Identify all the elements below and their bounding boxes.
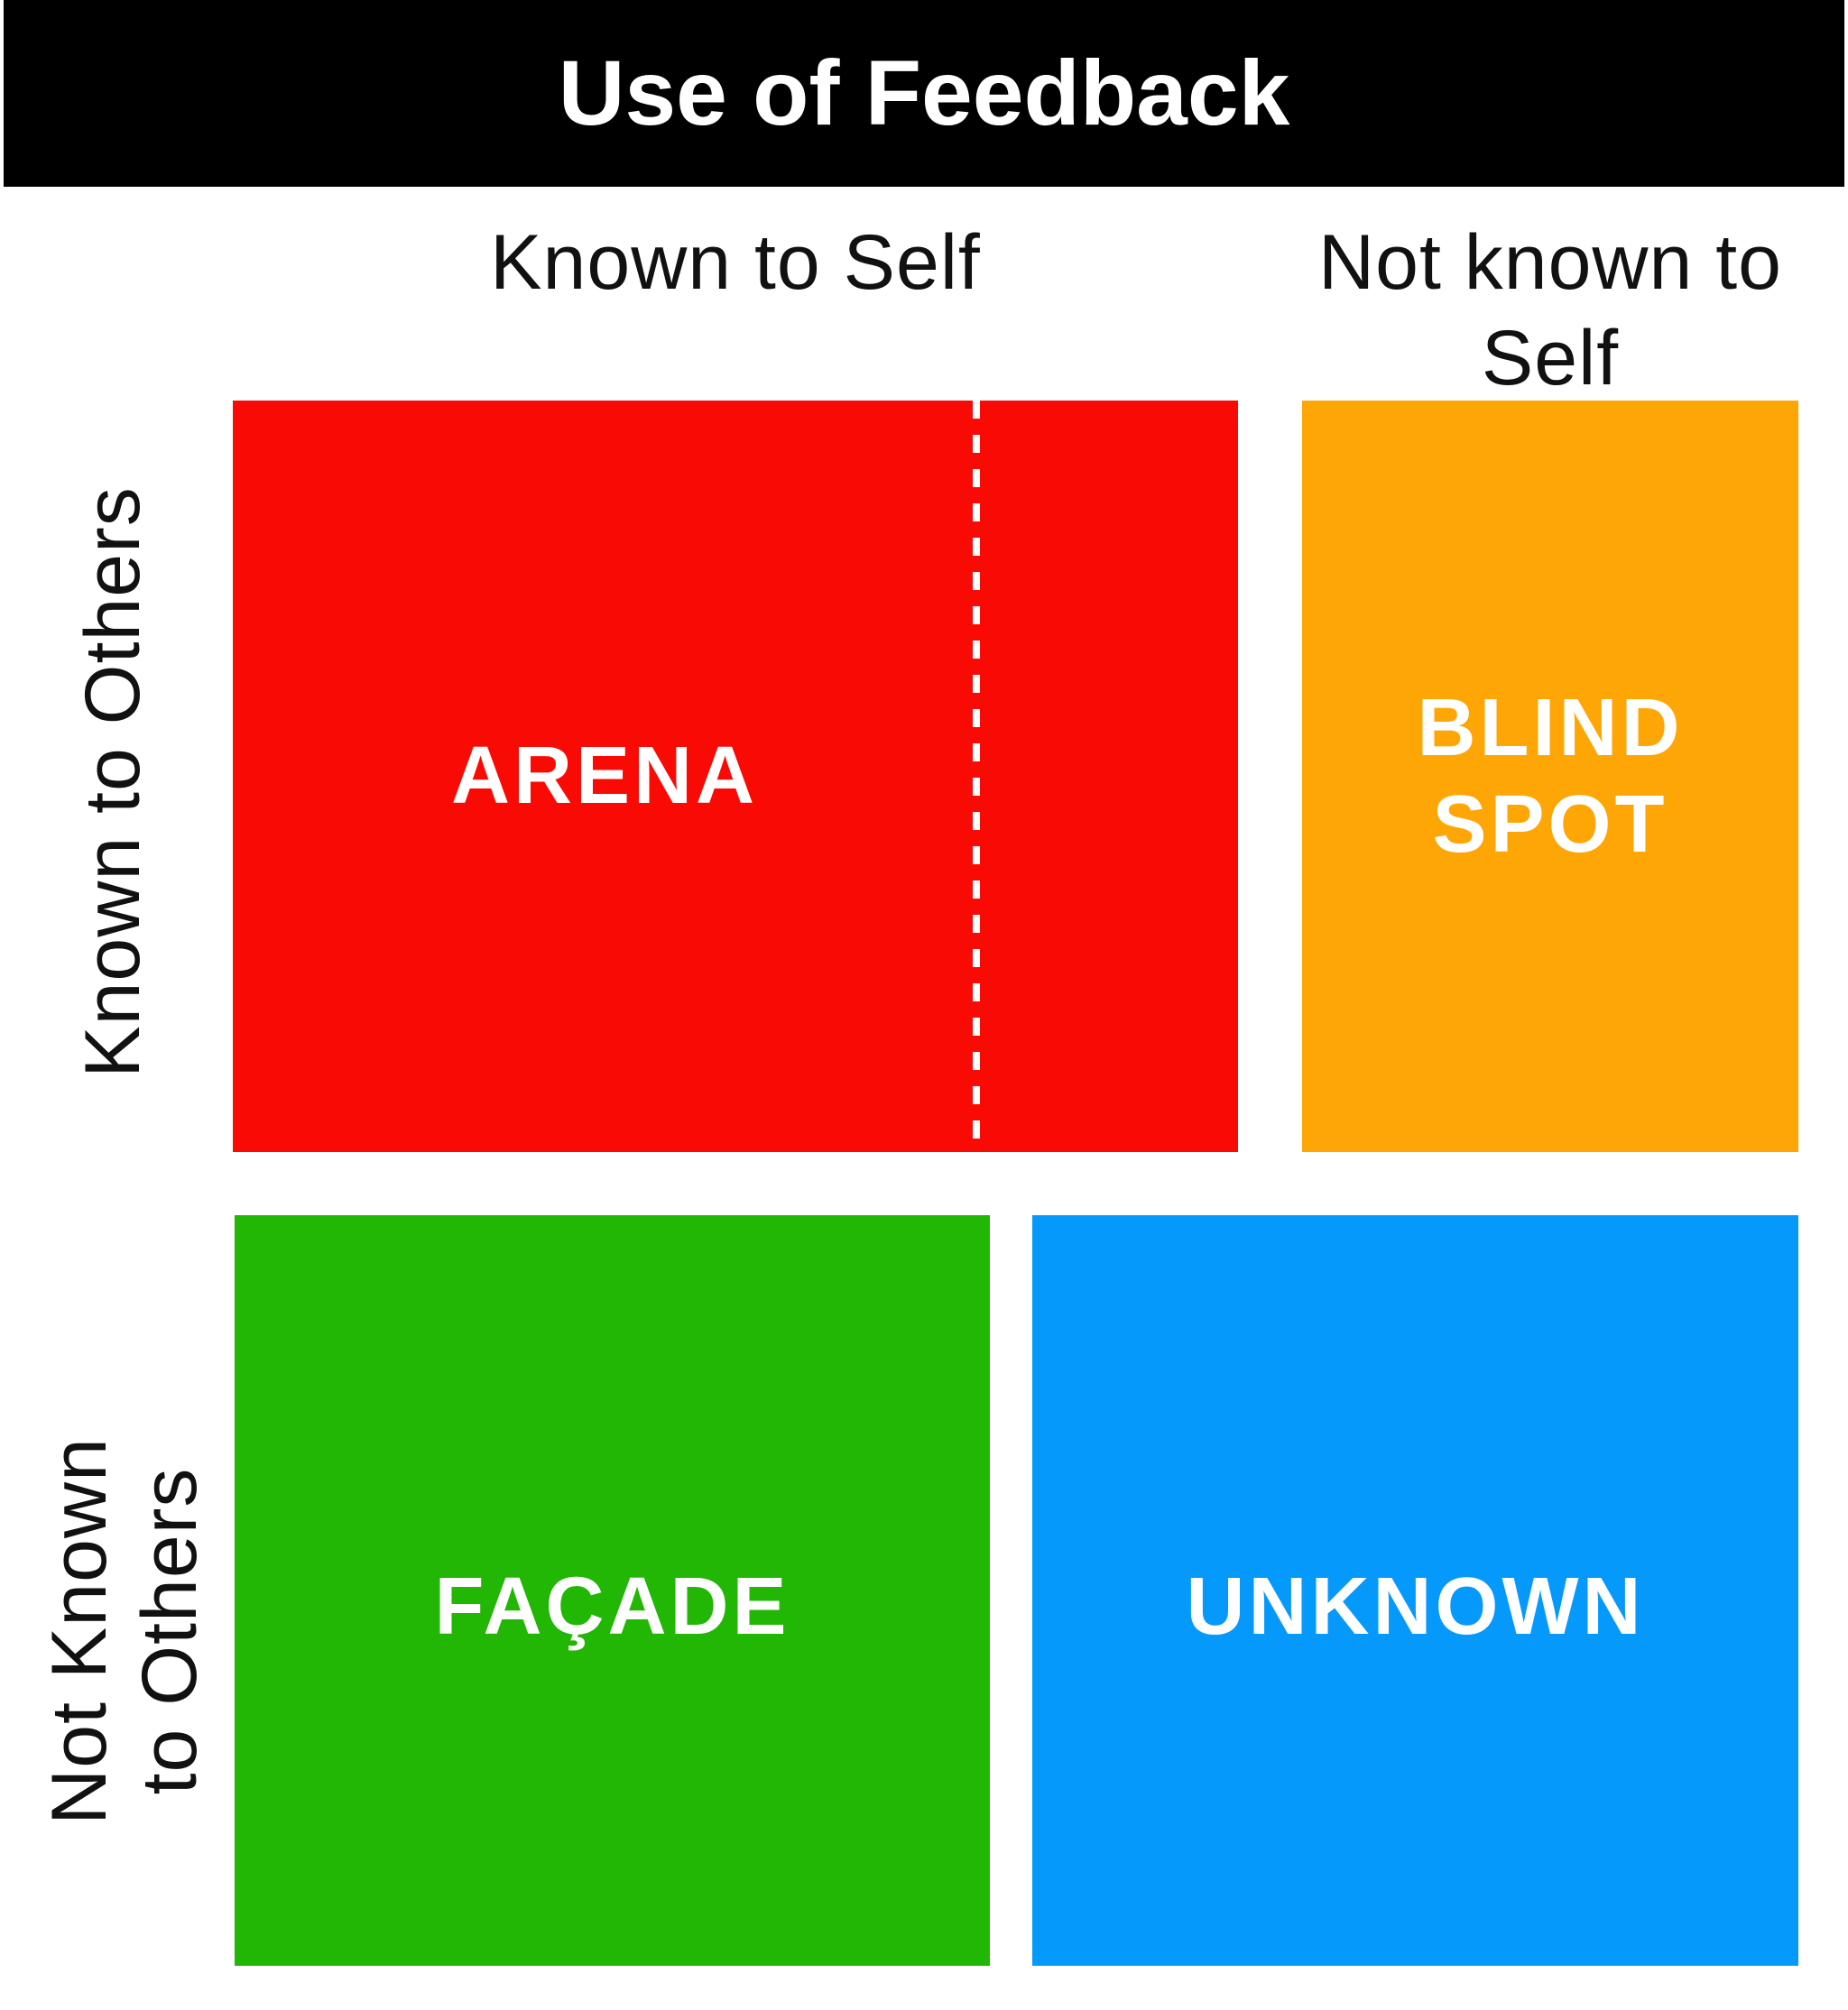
quadrant-label-arena: ARENA [450, 731, 758, 822]
quadrant-label-facade: FAÇADE [434, 1561, 790, 1652]
column-label-line-2: Self [1481, 315, 1620, 401]
dashed-divider-line [973, 401, 980, 1152]
quadrant-facade: FAÇADE [235, 1215, 990, 1966]
arena-label-zone: ARENA [233, 401, 976, 1152]
quadrant-label-unknown: UNKNOWN [1186, 1561, 1645, 1652]
column-label-known-to-self: Known to Self [490, 219, 981, 306]
row-label-known-to-others: Known to Others [69, 486, 156, 1078]
row-label-line-1: Not Known [36, 1437, 123, 1825]
quadrant-label-blind-spot: BLIND SPOT [1417, 683, 1684, 870]
row-label-not-known-to-others: Not Known to Others [34, 1437, 215, 1825]
column-label-line-1: Not known to [1318, 219, 1782, 306]
column-label-not-known-to-self: Not known to Self [1302, 215, 1798, 406]
quadrant-unknown: UNKNOWN [1032, 1215, 1798, 1966]
quadrant-blind-spot: BLIND SPOT [1302, 401, 1798, 1152]
quadrant-arena: ARENA [233, 401, 1238, 1152]
header-bar: Use of Feedback [4, 0, 1844, 187]
row-label-line-2: to Others [126, 1467, 213, 1795]
page-title: Use of Feedback [558, 41, 1290, 144]
